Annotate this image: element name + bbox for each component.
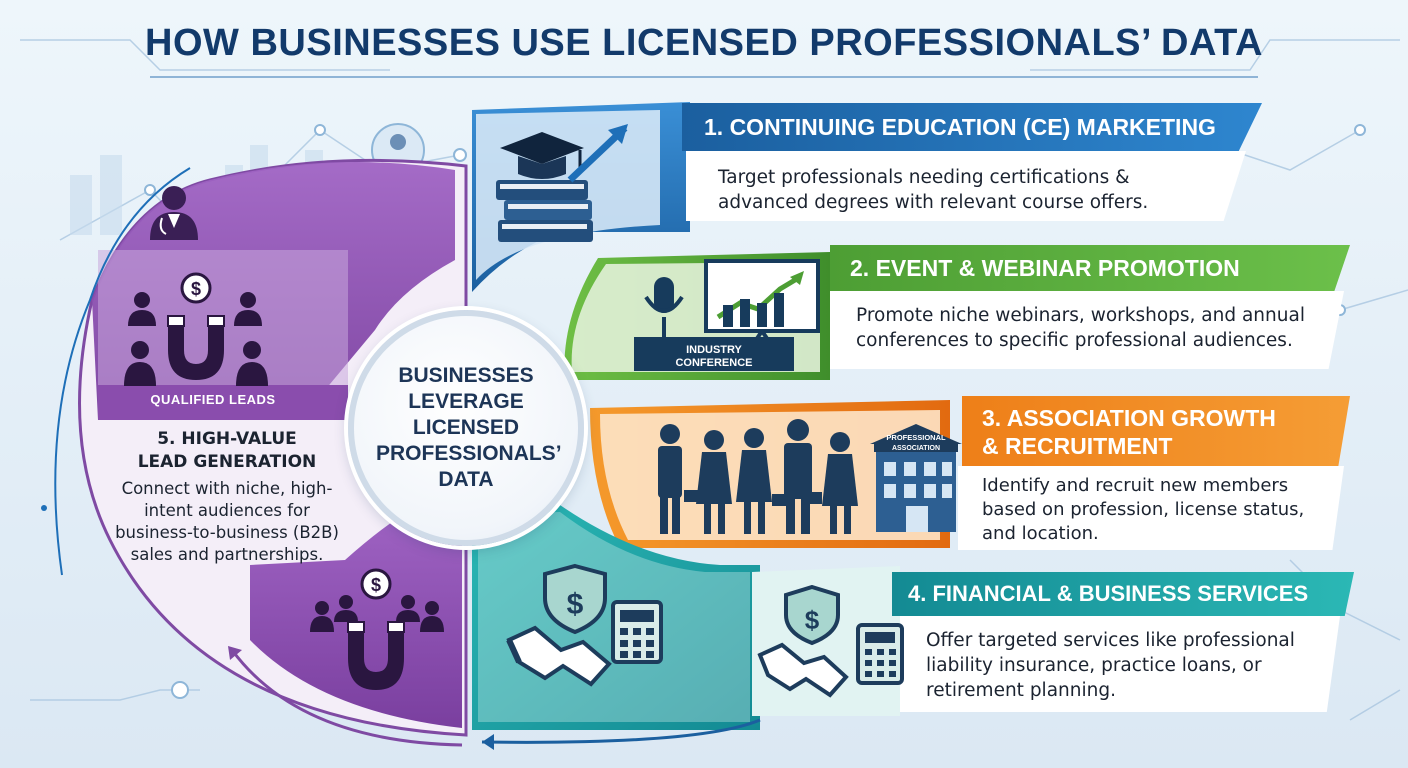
center-line-4: PROFESSIONALS’ xyxy=(376,442,562,465)
segment-lead-line-4: sales and partnerships. xyxy=(130,545,324,564)
center-hub-text: BUSINESSES LEVERAGE LICENSED PROFESSIONA… xyxy=(376,363,562,493)
segment-financial-line-2: liability insurance, practice loans, or xyxy=(926,655,1262,676)
segment-association-title-1: 3. ASSOCIATION GROWTH xyxy=(982,405,1276,431)
qualified-leads-badge: QUALIFIED LEADS xyxy=(150,392,276,407)
segment-association-body: Identify and recruit new members based o… xyxy=(958,466,1344,550)
podium-label-line-1: INDUSTRY xyxy=(686,344,742,356)
segment-financial-body: Offer targeted services like professiona… xyxy=(900,616,1340,712)
building-label-line-2: ASSOCIATION xyxy=(892,445,940,452)
graduation-cap-books-icon xyxy=(496,124,628,242)
professionals-building-icon: PROFESSIONAL ASSOCIATION xyxy=(658,419,962,534)
segment-lead-line-3: business-to-business (B2B) xyxy=(115,523,339,542)
segment-ce-line-2: advanced degrees with relevant course of… xyxy=(718,192,1149,213)
segment-event-line-1: Promote niche webinars, workshops, and a… xyxy=(856,305,1305,326)
segment-ce-body: Target professionals needing certificati… xyxy=(686,151,1246,221)
building-label-line-1: PROFESSIONAL xyxy=(886,433,946,442)
page-title: HOW BUSINESSES USE LICENSED PROFESSIONAL… xyxy=(145,22,1263,64)
segment-lead-line-2: intent audiences for xyxy=(144,501,310,520)
segment-financial-title: 4. FINANCIAL & BUSINESS SERVICES xyxy=(908,581,1309,606)
center-line-1: BUSINESSES xyxy=(398,364,534,387)
segment-financial-line-1: Offer targeted services like professiona… xyxy=(926,630,1295,651)
title-divider xyxy=(150,76,1258,78)
segment-association-line-2: based on profession, license status, xyxy=(982,499,1305,520)
magnet-people-icon-small: $ xyxy=(310,568,444,690)
podium-chart-icon: INDUSTRY CONFERENCE xyxy=(634,259,820,371)
svg-text:$: $ xyxy=(371,575,381,595)
podium-label-line-2: CONFERENCE xyxy=(675,357,752,369)
segment-ce-banner: 1. CONTINUING EDUCATION (CE) MARKETING xyxy=(682,103,1262,151)
segment-ce-title: 1. CONTINUING EDUCATION (CE) MARKETING xyxy=(704,114,1216,140)
svg-text:$: $ xyxy=(805,605,820,635)
segment-event-body: Promote niche webinars, workshops, and a… xyxy=(830,291,1344,369)
segment-lead-title-2: LEAD GENERATION xyxy=(137,452,317,472)
segment-lead-line-1: Connect with niche, high- xyxy=(121,479,333,498)
segment-financial-line-3: retirement planning. xyxy=(926,680,1116,701)
center-line-5: DATA xyxy=(438,468,494,491)
center-line-3: LICENSED xyxy=(412,416,520,439)
segment-association-banner: 3. ASSOCIATION GROWTH & RECRUITMENT xyxy=(962,396,1350,466)
segment-lead-body: Connect with niche, high- intent audienc… xyxy=(82,478,372,566)
doctor-avatar-icon xyxy=(150,186,198,240)
handshake-shield-calculator-icon: $ xyxy=(506,563,663,687)
segment-ce-line-1: Target professionals needing certificati… xyxy=(718,167,1130,188)
segment-association-title-2: & RECRUITMENT xyxy=(982,433,1173,459)
segment-event-line-2: conferences to specific professional aud… xyxy=(856,330,1293,351)
svg-text:$: $ xyxy=(567,588,584,621)
center-line-2: LEVERAGE xyxy=(408,390,524,413)
segment-lead-title: 5. HIGH-VALUE LEAD GENERATION xyxy=(92,428,362,474)
magnet-people-icon: $ xyxy=(124,272,268,386)
segment-event-banner: 2. EVENT & WEBINAR PROMOTION xyxy=(830,245,1350,291)
segment-event-title: 2. EVENT & WEBINAR PROMOTION xyxy=(850,255,1240,281)
segment-association-line-3: and location. xyxy=(982,523,1099,544)
center-hub: BUSINESSES LEVERAGE LICENSED PROFESSIONA… xyxy=(348,310,584,546)
segment-financial-banner: 4. FINANCIAL & BUSINESS SERVICES xyxy=(892,572,1354,616)
svg-text:$: $ xyxy=(191,279,201,299)
segment-association-line-1: Identify and recruit new members xyxy=(982,475,1289,496)
handshake-shield-calculator-icon-small: $ xyxy=(757,585,904,698)
segment-lead-title-1: 5. HIGH-VALUE xyxy=(157,429,297,449)
